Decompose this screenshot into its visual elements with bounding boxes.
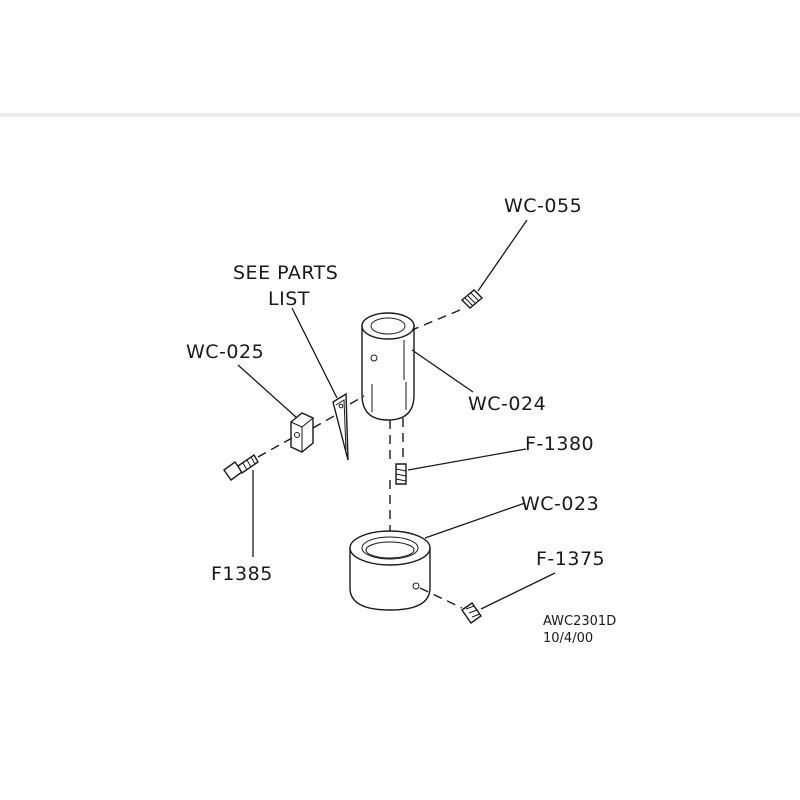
- label-wc-023: WC-023: [521, 493, 599, 515]
- drawing-number: AWC2301D: [543, 614, 616, 629]
- leader-wc-024: [411, 349, 474, 393]
- leader-wc-025: [237, 364, 298, 419]
- drawing-date: 10/4/00: [543, 631, 593, 646]
- axis-line-blade-body: [349, 395, 365, 405]
- collar-wc-023: [349, 530, 431, 611]
- set-screw-wc-055: [460, 289, 484, 309]
- set-screw-f-1375: [461, 602, 482, 624]
- leader-f-1380: [407, 448, 527, 471]
- clamp-block-wc-025: [290, 412, 314, 453]
- leader-see-parts-list: [291, 307, 338, 399]
- axis-line-wc-055: [411, 309, 461, 331]
- holder-body-wc-024: [361, 312, 415, 421]
- cap-screw-f1385: [223, 453, 259, 481]
- header-divider: [0, 113, 800, 117]
- top-blank-area: [0, 0, 800, 113]
- label-f-1380: F-1380: [525, 433, 594, 455]
- label-wc-055: WC-055: [504, 195, 582, 217]
- axis-line-f-1375: [419, 587, 463, 609]
- label-see-parts: SEE PARTS: [233, 262, 338, 284]
- axis-line-block-blade: [312, 415, 335, 429]
- label-wc-025: WC-025: [186, 341, 264, 363]
- label-f-1375: F-1375: [536, 548, 605, 570]
- leader-wc-055: [477, 219, 528, 292]
- label-f1385: F1385: [211, 563, 273, 585]
- leader-f-1375: [480, 572, 556, 610]
- label-wc-024: WC-024: [468, 393, 546, 415]
- set-screw-f-1380: [395, 463, 407, 485]
- blade: [332, 392, 349, 461]
- label-list: LIST: [268, 288, 310, 310]
- leader-wc-023: [424, 502, 526, 539]
- axis-line-screw-block: [257, 437, 293, 458]
